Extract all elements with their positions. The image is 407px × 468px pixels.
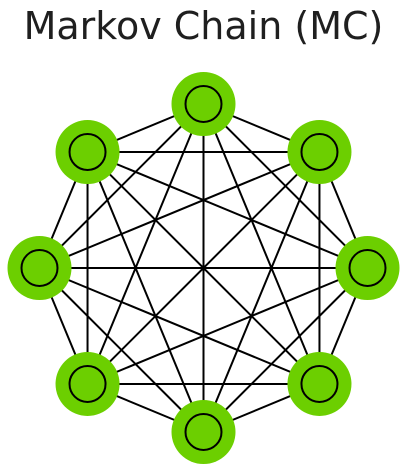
diagram-title: Markov Chain (MC) <box>23 4 384 48</box>
state-node-5 <box>55 351 120 416</box>
edge-0-5 <box>86 103 205 385</box>
state-node-outer <box>55 351 120 416</box>
state-node-outer <box>287 120 352 185</box>
state-node-inner-ring <box>348 249 387 287</box>
edge-4-6 <box>38 267 205 433</box>
edge-2-7 <box>87 151 368 269</box>
nodes-layer <box>7 72 400 464</box>
edges-layer <box>38 103 369 433</box>
state-node-0 <box>171 72 236 136</box>
edge-2-5 <box>87 267 368 385</box>
state-node-outer <box>287 351 352 416</box>
edge-4-7 <box>86 151 205 433</box>
state-node-1 <box>287 120 352 185</box>
edge-3-7 <box>86 151 321 385</box>
state-node-6 <box>7 236 72 300</box>
edge-3-6 <box>39 267 320 385</box>
state-node-4 <box>171 400 236 464</box>
state-node-inner-ring <box>300 364 339 403</box>
state-node-outer <box>7 236 72 300</box>
state-node-inner-ring <box>184 413 223 451</box>
state-node-outer <box>171 72 236 136</box>
state-node-3 <box>287 351 352 416</box>
state-node-inner-ring <box>184 85 223 123</box>
edge-1-6 <box>39 151 320 269</box>
state-node-outer <box>55 120 120 185</box>
state-node-inner-ring <box>68 133 107 172</box>
state-node-inner-ring <box>20 249 59 287</box>
state-node-inner-ring <box>300 133 339 172</box>
state-node-inner-ring <box>68 364 107 403</box>
state-node-outer <box>171 400 236 464</box>
state-node-outer <box>335 236 400 300</box>
edge-1-4 <box>202 151 321 433</box>
state-node-2 <box>335 236 400 300</box>
edge-0-3 <box>202 103 321 385</box>
state-node-7 <box>55 120 120 185</box>
